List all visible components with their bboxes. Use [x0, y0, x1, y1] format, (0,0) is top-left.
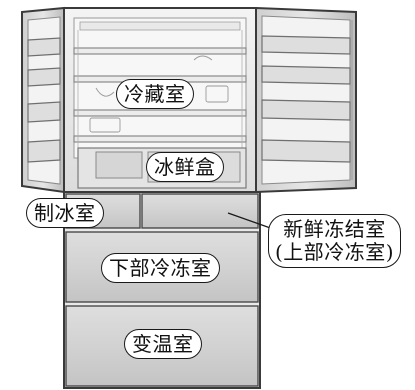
- label-convertible: 变温室: [124, 329, 202, 359]
- left-door-bins: [27, 37, 61, 163]
- label-ice-maker: 制冰室: [26, 198, 104, 228]
- label-fresh-freezer-name: 新鲜冻结室: [283, 217, 386, 241]
- label-fresh-freezer: 新鲜冻结室 (上部冷冻室): [268, 214, 402, 268]
- left-door: [21, 6, 65, 194]
- label-crisper: 冰鲜盒: [146, 152, 224, 182]
- label-fresh-freezer-note: (上部冷冻室): [275, 240, 395, 264]
- fresh-freezer-drawer: [141, 193, 259, 229]
- right-door-bins: [261, 35, 351, 163]
- right-door: [255, 6, 357, 194]
- label-lower-freezer: 下部冷冻室: [101, 253, 220, 283]
- shelf-items: [89, 55, 229, 133]
- label-refrigerator: 冷藏室: [116, 79, 194, 109]
